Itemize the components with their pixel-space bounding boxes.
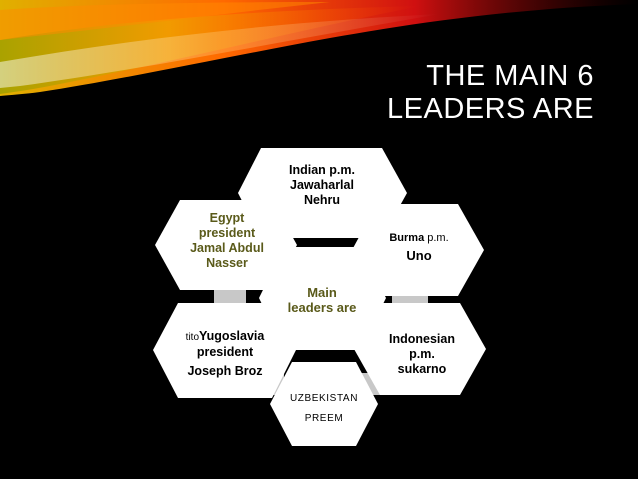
hex-upper-left-text: Egypt president Jamal Abdul Nasser <box>166 211 288 271</box>
hex-top-text: Indian p.m. Jawaharlal Nehru <box>266 163 378 208</box>
hex-bottom-line-2: PREEM <box>304 413 344 424</box>
hex-lower-left-text: titoYugoslavia president Joseph Broz <box>163 329 287 379</box>
hex-bottom-text: UZBEKISTAN PREEM <box>280 389 368 429</box>
hex-lower-right <box>354 303 486 395</box>
hex-upper-right-line-1: Burma p.m. <box>372 231 466 246</box>
hex-top-line-3: Nehru <box>303 193 341 207</box>
hex-upper-left-line-3: Jamal Abdul <box>190 241 264 255</box>
hex-upper-right-word-1: Burma <box>389 232 425 244</box>
hex-bottom-line-1: UZBEKISTAN <box>289 393 359 404</box>
hex-top-line-1: Indian p.m. <box>289 163 355 177</box>
slide-title: THE MAIN 6 LEADERS ARE <box>294 60 594 126</box>
hex-top-line-2: Jawaharlal <box>290 178 354 192</box>
hex-upper-right <box>352 204 484 296</box>
hex-lower-right-line-3: sukarno <box>397 362 447 376</box>
hex-lower-left-line-2: president <box>196 345 254 359</box>
hex-center-line-2: leaders are <box>287 300 357 315</box>
hex-center <box>259 247 386 350</box>
hex-bottom <box>270 362 378 446</box>
hex-upper-left-line-2: president <box>198 226 256 240</box>
hex-upper-right-word-2: p.m. <box>427 232 449 244</box>
hex-upper-right-line-2: Uno <box>406 248 432 263</box>
hex-lower-right-text: Indonesian p.m. sukarno <box>370 332 474 377</box>
hex-lower-left <box>153 303 296 398</box>
title-line-2: LEADERS ARE <box>387 93 594 125</box>
hex-lower-left-word-2: Yugoslavia <box>199 329 265 343</box>
hex-lower-right-line-1: Indonesian <box>389 332 455 346</box>
hex-upper-left-line-4: Nasser <box>206 256 248 270</box>
hex-lower-left-line-3: Joseph Broz <box>187 364 263 378</box>
hex-lower-left-line-1: titoYugoslavia <box>163 329 287 345</box>
hex-center-line-1: Main <box>307 285 337 300</box>
hex-center-text: Main leaders are <box>270 285 374 315</box>
hex-upper-right-text: Burma p.m. Uno <box>372 231 466 263</box>
hex-lower-left-word-1: tito <box>185 332 200 343</box>
hex-lower-right-line-2: p.m. <box>409 347 435 361</box>
title-line-1: THE MAIN 6 <box>426 60 594 92</box>
hex-upper-left <box>155 200 297 290</box>
hex-upper-left-line-1: Egypt <box>209 211 245 225</box>
